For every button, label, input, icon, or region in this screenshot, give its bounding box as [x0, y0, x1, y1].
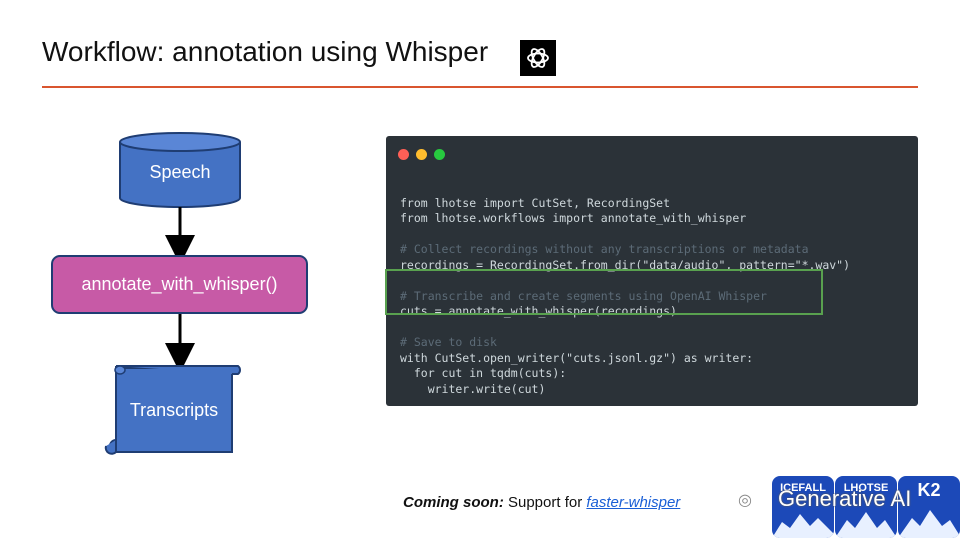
- code-comment: # Collect recordings without any transcr…: [400, 242, 809, 256]
- wechat-icon: ◎: [738, 492, 752, 509]
- code-comment: # Transcribe and create segments using O…: [400, 288, 767, 303]
- footnote-lead: Coming soon:: [403, 494, 504, 511]
- openai-logo-icon: [520, 40, 556, 76]
- icefall-badge: ICEFALL: [772, 476, 834, 538]
- annotate-label: annotate_with_whisper(): [81, 274, 278, 294]
- annotate-box: [51, 255, 308, 314]
- minimize-dot-icon: [416, 149, 427, 160]
- code-line: with CutSet.open_writer("cuts.jsonl.gz")…: [400, 350, 754, 365]
- title-divider: [42, 86, 918, 88]
- faster-whisper-link[interactable]: faster-whisper: [586, 494, 681, 511]
- footnote: Coming soon: Support for faster-whisper: [403, 493, 703, 512]
- transcripts-scroll: [104, 365, 241, 455]
- lhotse-badge: LHOTSE: [835, 476, 897, 538]
- speech-label: Speech: [149, 162, 211, 182]
- highlight-box: [385, 269, 823, 315]
- code-line: for cut in tqdm(cuts):: [400, 366, 567, 380]
- maximize-dot-icon: [434, 149, 445, 160]
- slide-title: Workflow: annotation using Whisper: [42, 36, 489, 67]
- k2-badge-text: K2: [917, 480, 941, 500]
- code-line: writer.write(cut): [400, 381, 546, 396]
- workflow-diagram: Speech annotate_with_whisper() Transcrip…: [0, 0, 360, 540]
- footnote-text: Support for: [503, 494, 587, 511]
- icefall-badge-text: ICEFALL: [780, 482, 826, 494]
- code-window: [386, 136, 918, 406]
- speech-cylinder: [119, 132, 241, 208]
- lhotse-badge-text: LHOTSE: [843, 482, 889, 494]
- k2-badge: K2: [898, 476, 960, 538]
- code-line: from lhotse.workflows import annotate_wi…: [400, 211, 747, 225]
- transcripts-label: Transcripts: [129, 400, 219, 420]
- code-comment: # Save to disk: [400, 335, 497, 349]
- code-line: from lhotse import CutSet, RecordingSet: [400, 195, 671, 210]
- close-dot-icon: [398, 149, 409, 160]
- code-line: recordings = RecordingSet.from_dir("data…: [400, 257, 851, 272]
- watermark: Generative AI: [778, 486, 912, 511]
